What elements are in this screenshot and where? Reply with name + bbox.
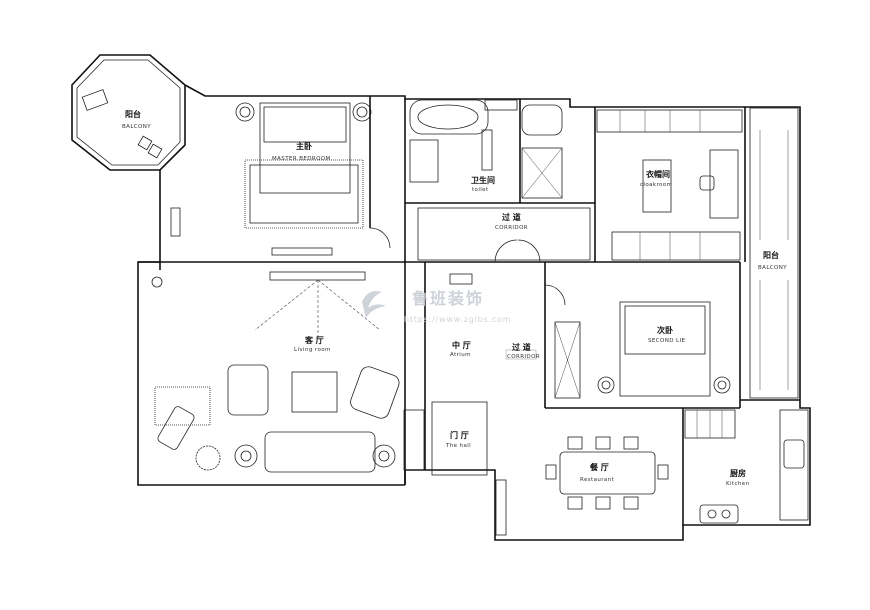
kitchen: 厨房 Kitchen — [684, 409, 809, 524]
atrium-label: 中 厅 — [452, 340, 471, 350]
balcony-left-label-en: BALCONY — [122, 124, 151, 130]
master-bedroom: 主卧 MASTER BEDROOM — [235, 102, 391, 256]
balcony-right-label: 阳台 — [763, 250, 779, 260]
corridor-top-label: 过 道 — [502, 212, 521, 222]
balcony-left-label: 阳台 — [125, 109, 141, 119]
corridor-top-label-en: CORRIDOR — [495, 225, 528, 231]
restaurant-label: 餐 厅 — [589, 462, 609, 472]
watermark-url: https://www.zglbs.com — [404, 315, 511, 324]
second-bedroom-label: 次卧 — [657, 325, 673, 335]
master-bedroom-label: 主卧 — [296, 141, 312, 151]
second-bedroom: 次卧 SECOND LIE — [544, 284, 731, 399]
kitchen-label-en: Kitchen — [726, 481, 750, 487]
hall: 门 厅 The hall — [431, 401, 507, 536]
atrium: 中 厅 Atrium 过 道 CORRIDOR — [449, 273, 540, 360]
toilet-label-en: toilet — [472, 187, 489, 193]
toilet-room: 卫生间 toilet — [409, 99, 563, 199]
corridor-mid-label: 过 道 — [512, 342, 531, 352]
balcony-right: 阳台 BALCONY — [749, 107, 799, 399]
cloakroom: 衣帽间 cloakroom — [596, 109, 743, 261]
toilet-label: 卫生间 — [471, 175, 495, 185]
cloakroom-label-en: cloakroom — [640, 182, 672, 188]
master-bedroom-label-en: MASTER BEDROOM — [272, 156, 331, 162]
corridor-mid-label-en: CORRIDOR — [507, 354, 540, 360]
hall-label: 门 厅 — [450, 430, 469, 440]
cloakroom-label: 衣帽间 — [646, 169, 670, 179]
interior-walls — [369, 96, 800, 525]
atrium-label-en: Atrium — [450, 352, 471, 358]
second-bedroom-label-en: SECOND LIE — [648, 338, 686, 344]
restaurant-label-en: Restaurant — [580, 477, 615, 483]
living-room: 客 厅 Living room — [151, 271, 425, 473]
corridor-top: 过 道 CORRIDOR — [417, 207, 591, 263]
restaurant: 餐 厅 Restaurant — [545, 436, 669, 510]
watermark: 鲁班装饰 https://www.zglbs.com — [362, 289, 511, 324]
balcony-left: 阳台 BALCONY — [81, 89, 181, 237]
hall-label-en: The hall — [445, 443, 471, 449]
balcony-right-label-en: BALCONY — [758, 265, 787, 271]
watermark-logo-text: 鲁班装饰 — [411, 289, 484, 308]
kitchen-label: 厨房 — [730, 468, 746, 478]
living-room-label-en: Living room — [294, 347, 331, 353]
living-room-label: 客 厅 — [304, 335, 324, 345]
